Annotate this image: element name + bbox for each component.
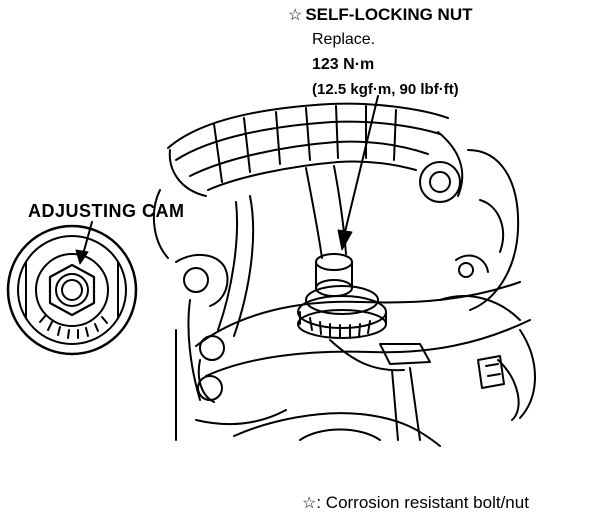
- self-locking-nut-title: ☆SELF-LOCKING NUT: [288, 6, 473, 24]
- knuckle-and-arm-assembly: [152, 95, 536, 447]
- adjusting-cam-label: ADJUSTING CAM: [28, 201, 185, 221]
- torque-value: 123 N·m: [312, 56, 375, 73]
- star-icon: ☆: [288, 7, 303, 24]
- callout-note: Replace.: [312, 31, 376, 48]
- legend-text: : Corrosion resistant bolt/nut: [316, 493, 529, 512]
- legend: ☆: Corrosion resistant bolt/nut: [302, 494, 529, 512]
- torque-alt-value: (12.5 kgf·m, 90 lbf·ft): [312, 81, 459, 98]
- callout-title-text: SELF-LOCKING NUT: [305, 5, 473, 24]
- star-icon: ☆: [302, 495, 317, 512]
- adjusting-cam-detail: [6, 221, 138, 356]
